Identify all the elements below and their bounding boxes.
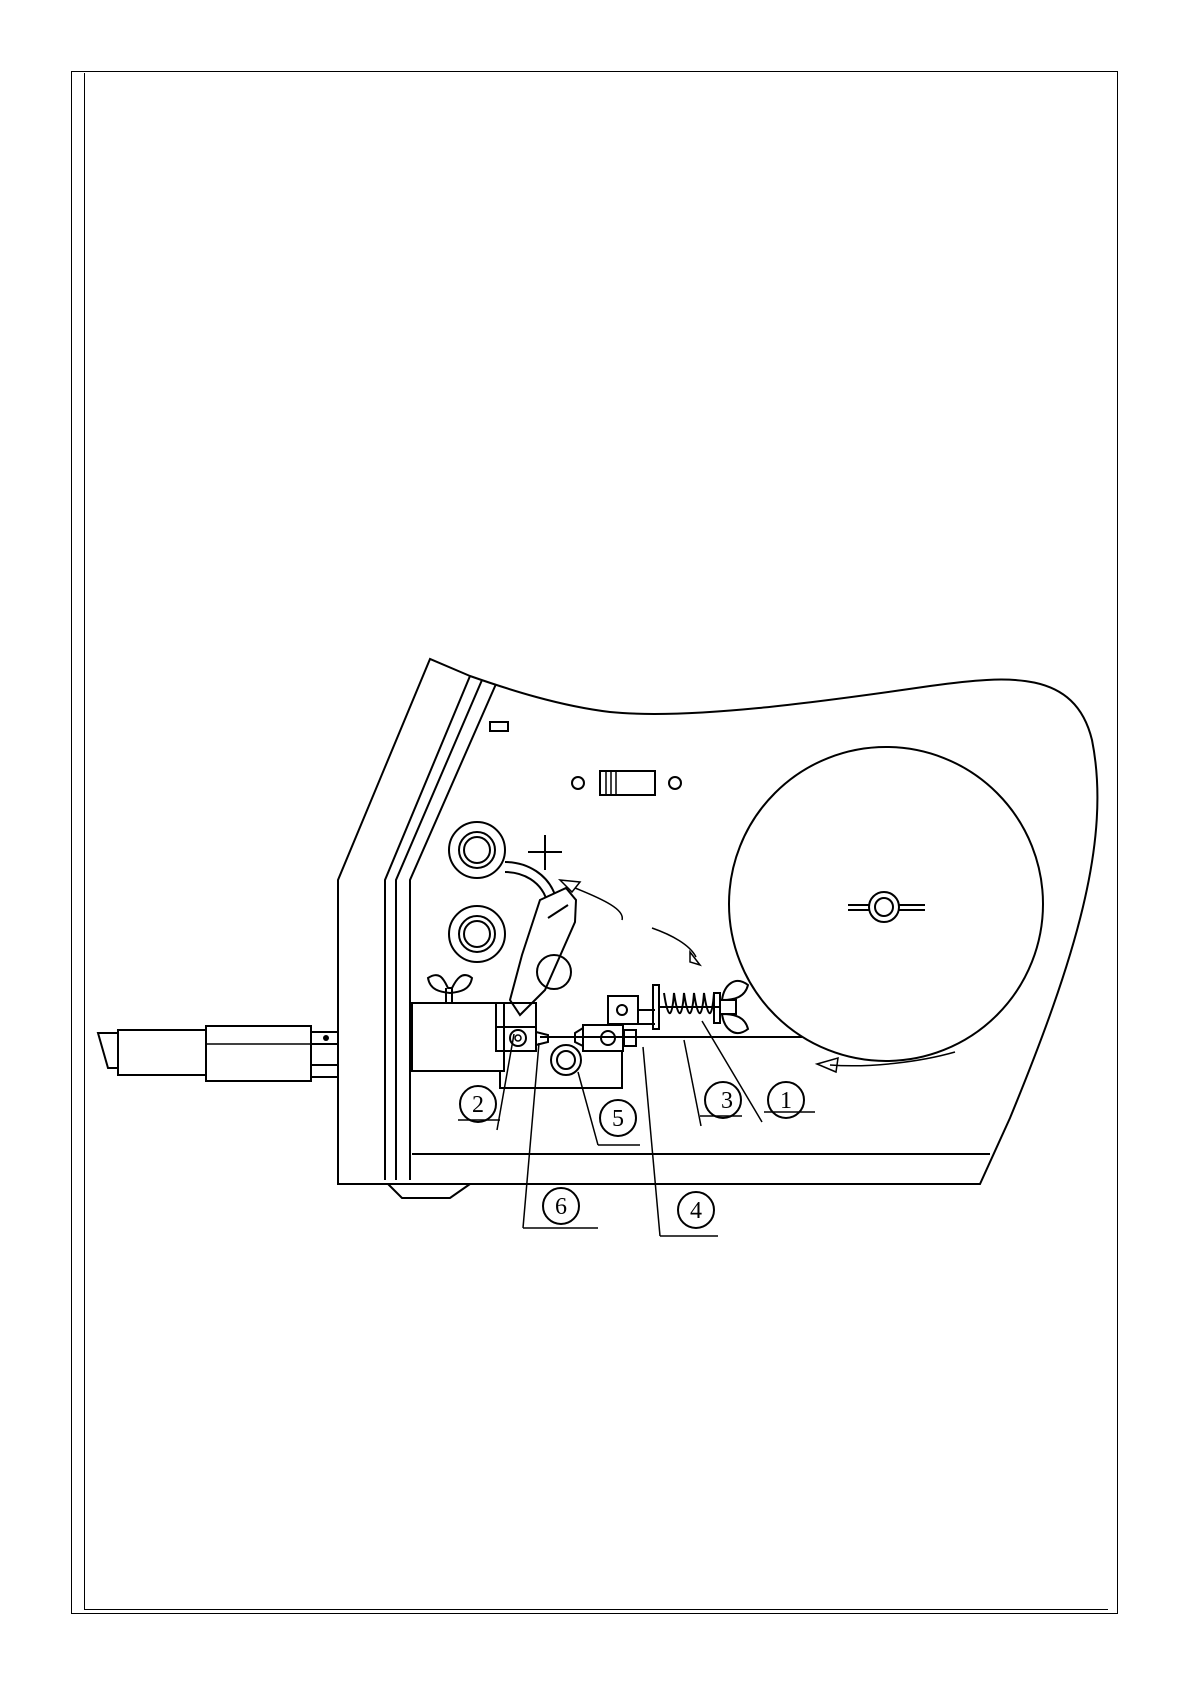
- plus-sign: [528, 835, 562, 870]
- callout-2: 2: [460, 1086, 496, 1122]
- svg-text:1: 1: [780, 1088, 792, 1114]
- torch-connector: [98, 1026, 338, 1081]
- leader-lines: [458, 1021, 815, 1236]
- callout-6: 6: [543, 1188, 579, 1224]
- callout-3: 3: [705, 1082, 741, 1118]
- clamp: [510, 888, 576, 1015]
- callout-5: 5: [600, 1100, 636, 1136]
- switch: [572, 771, 681, 795]
- svg-text:3: 3: [721, 1088, 733, 1114]
- svg-text:4: 4: [690, 1198, 702, 1224]
- callout-4: 4: [678, 1192, 714, 1228]
- svg-text:6: 6: [555, 1194, 567, 1220]
- output-terminal-lower: [449, 906, 505, 962]
- tension-spring: [653, 981, 748, 1033]
- feed-roller: [551, 1045, 581, 1075]
- wire-spool: [729, 747, 1043, 1061]
- output-terminal-upper: [449, 822, 505, 878]
- callout-1: 1: [768, 1082, 804, 1118]
- svg-text:5: 5: [612, 1106, 624, 1132]
- swing-arrow: [560, 880, 700, 965]
- svg-text:2: 2: [472, 1092, 484, 1118]
